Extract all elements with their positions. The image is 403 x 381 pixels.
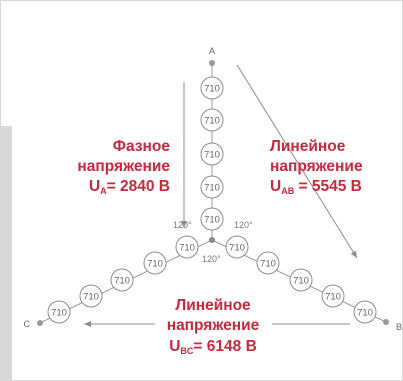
insulator-value: 710	[260, 259, 276, 270]
insulator-value: 710	[357, 308, 373, 319]
phase-voltage-label: Фазное напряжение UA= 2840 В	[77, 138, 170, 196]
insulator-value: 710	[51, 308, 67, 319]
angle-label-right: 120°	[234, 220, 253, 230]
insulator-disc: 710	[353, 300, 377, 324]
insulator-value: 710	[204, 183, 220, 194]
node-a-label: A	[209, 46, 215, 56]
insulator-disc: 710	[289, 268, 313, 292]
insulator-disc: 710	[200, 175, 224, 199]
insulator-value: 710	[204, 84, 220, 95]
insulator-disc: 710	[175, 235, 199, 259]
insulator-chain-c: 710 710 710 710 710	[47, 235, 199, 324]
insulator-disc: 710	[79, 284, 103, 308]
insulator-value: 710	[147, 259, 163, 270]
insulator-value: 710	[204, 150, 220, 161]
angle-label-left: 120°	[173, 220, 192, 230]
insulator-value: 710	[204, 215, 220, 226]
insulator-disc: 710	[200, 108, 224, 132]
insulator-disc: 710	[200, 142, 224, 166]
line-ab-label-line2: напряжение	[270, 158, 363, 175]
neutral-point	[209, 237, 215, 243]
insulator-value: 710	[229, 243, 245, 254]
insulator-chain-a: 710 710 710 710 710	[200, 76, 224, 231]
insulator-disc: 710	[110, 268, 134, 292]
line-bc-label-line2: напряжение	[167, 317, 260, 334]
insulator-disc: 710	[225, 235, 249, 259]
insulator-chain-b: 710 710 710 710 710	[225, 235, 377, 324]
node-c-terminal	[37, 320, 43, 326]
side-panel-strip	[0, 126, 12, 381]
line-voltage-bc-label: Линейное напряжение UBC= 6148 В	[167, 297, 260, 356]
insulator-value: 710	[179, 243, 195, 254]
insulator-value: 710	[293, 276, 309, 287]
node-a-terminal	[209, 60, 215, 66]
line-ab-label-line1: Линейное	[270, 138, 346, 155]
insulator-disc: 710	[200, 76, 224, 100]
phase-label-value: UA= 2840 В	[89, 178, 170, 196]
line-voltage-ab-label: Линейное напряжение UAB = 5545 В	[270, 138, 363, 196]
line-voltage-ab-arrow	[236, 64, 358, 259]
phase-label-line2: напряжение	[77, 158, 170, 175]
node-b-label: B	[396, 322, 402, 332]
phase-label-line1: Фазное	[113, 138, 171, 155]
insulator-value: 710	[204, 116, 220, 127]
node-c-label: C	[24, 319, 31, 329]
insulator-value: 710	[114, 276, 130, 287]
angle-label-bottom: 120°	[202, 254, 221, 264]
line-ab-label-value: UAB = 5545 В	[270, 178, 362, 196]
node-b-terminal	[383, 319, 389, 325]
insulator-disc: 710	[143, 251, 167, 275]
insulator-disc: 710	[321, 284, 345, 308]
insulator-disc: 710	[47, 300, 71, 324]
insulator-disc: 710	[200, 207, 224, 231]
insulator-value: 710	[83, 292, 99, 303]
insulator-disc: 710	[256, 251, 280, 275]
line-bc-label-line1: Линейное	[175, 297, 251, 314]
line-bc-label-value: UBC= 6148 В	[169, 338, 257, 356]
insulator-value: 710	[325, 292, 341, 303]
